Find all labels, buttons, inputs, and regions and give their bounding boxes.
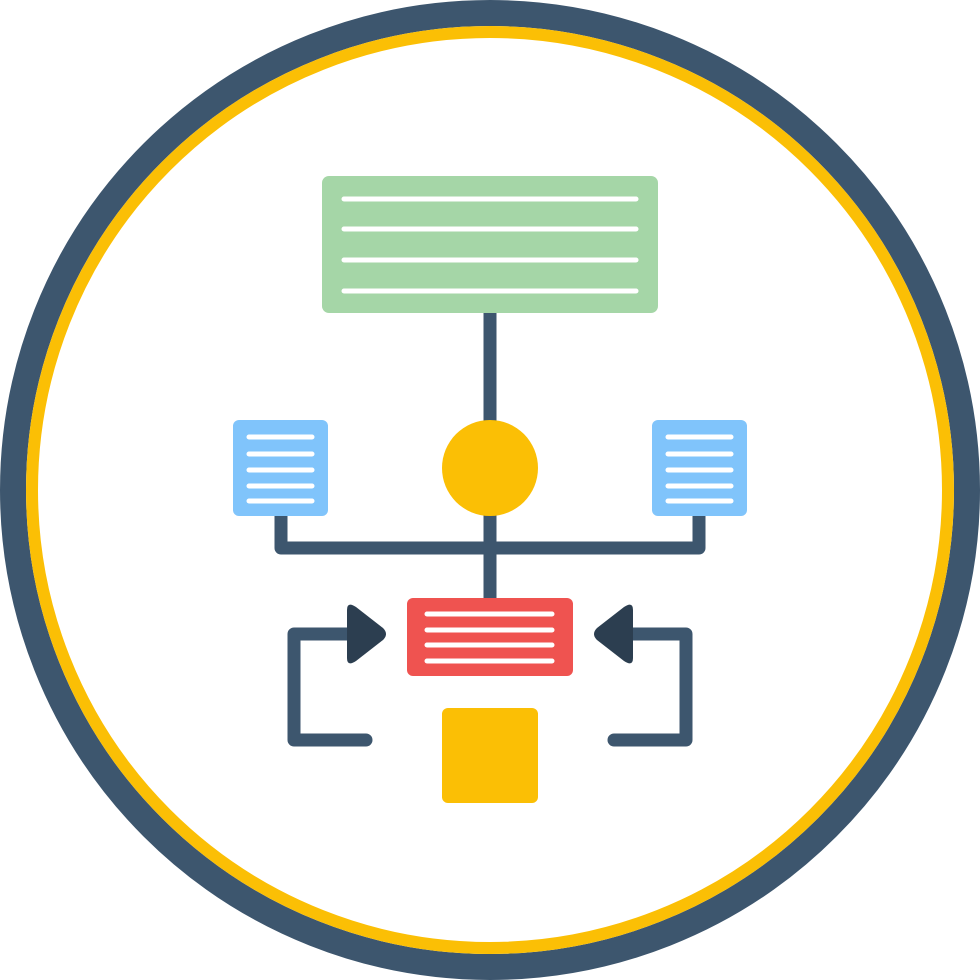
left-arrowhead-icon <box>347 604 386 664</box>
top-process-block <box>322 176 658 313</box>
left-document-block <box>233 420 328 516</box>
right-document-block <box>652 420 747 516</box>
right-arrowhead-icon <box>594 604 633 664</box>
center-node-circle <box>442 420 538 516</box>
connector-lines <box>274 305 706 747</box>
right-branch-line <box>483 508 706 555</box>
right-loop-line <box>607 627 693 747</box>
bottom-output-square <box>442 708 538 803</box>
red-process-block <box>407 598 573 676</box>
left-branch-line <box>274 508 497 555</box>
left-loop-line <box>287 627 373 747</box>
inner-ring <box>26 26 954 954</box>
